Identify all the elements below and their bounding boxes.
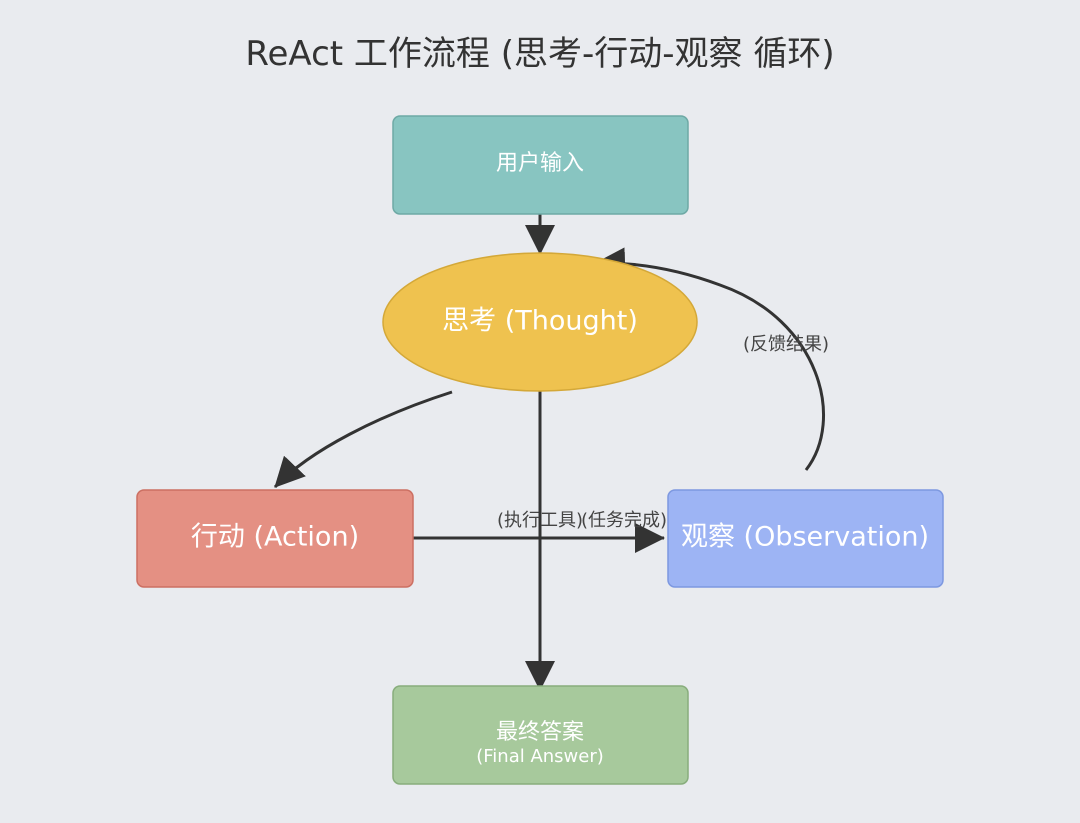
diagram-title: ReAct 工作流程 (思考-行动-观察 循环) xyxy=(245,34,835,74)
edge-label-observation-to-thought: (反馈结果) xyxy=(743,334,829,355)
node-observation xyxy=(667,489,944,588)
node-final xyxy=(392,685,689,785)
node-final-label-line2: (Final Answer) xyxy=(476,746,604,767)
node-observation-label: 观察 (Observation) xyxy=(681,522,929,553)
edge-observation-to-thought xyxy=(595,247,826,471)
edge-label-thought-to-final: (任务完成) xyxy=(581,510,667,531)
edge-label-action-to-observation: (执行工具) xyxy=(497,510,583,531)
node-input-label: 用户输入 xyxy=(496,151,584,176)
node-final-label-line1: 最终答案 xyxy=(496,720,584,745)
node-action xyxy=(136,489,414,588)
edge-thought-to-action xyxy=(273,390,453,489)
node-thought xyxy=(382,252,698,392)
node-thought-label: 思考 (Thought) xyxy=(442,306,638,337)
node-input xyxy=(392,115,689,215)
node-action-label: 行动 (Action) xyxy=(191,522,359,553)
